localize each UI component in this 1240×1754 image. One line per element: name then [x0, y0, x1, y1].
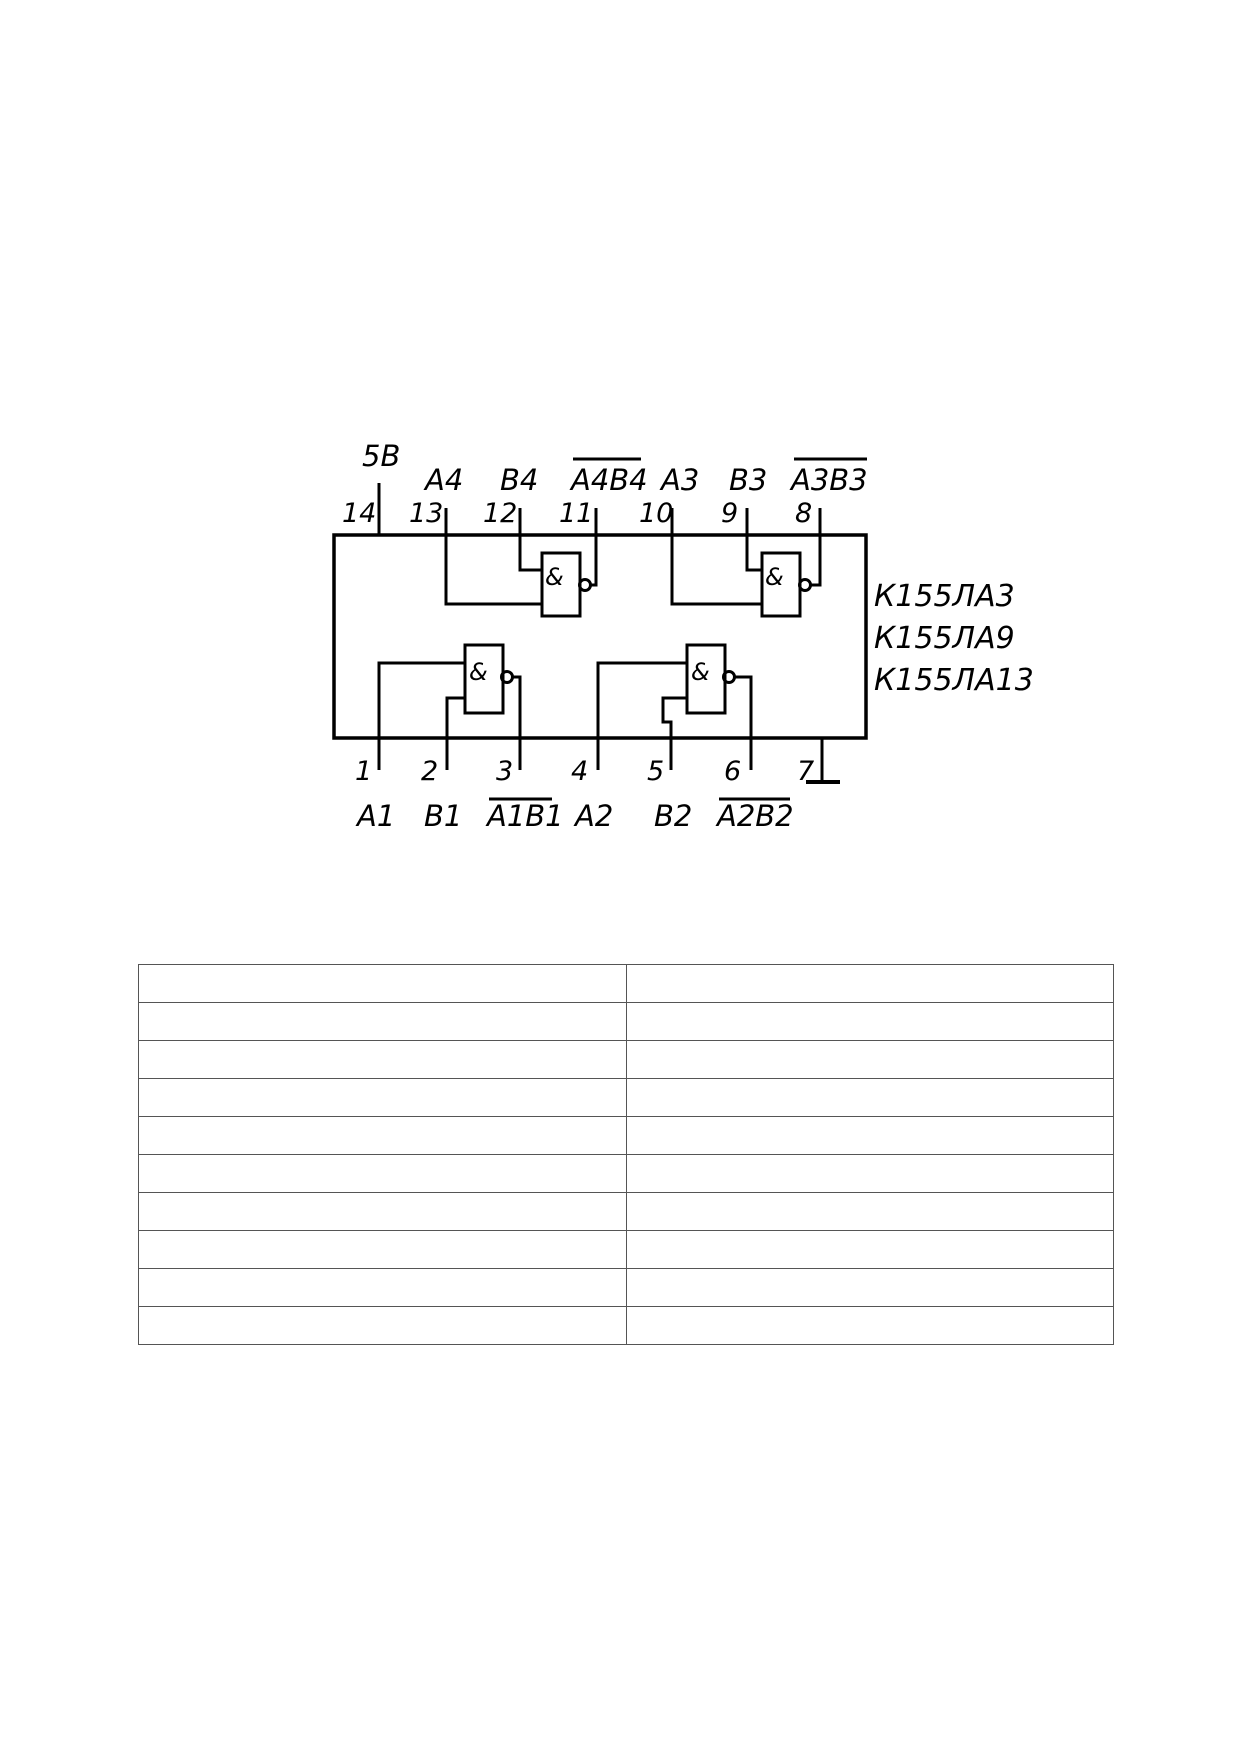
bottom-pin-number-7: 7 [797, 756, 814, 787]
table-cell [625, 1002, 1114, 1041]
table-row [138, 964, 1114, 1003]
table-cell [138, 1002, 627, 1041]
empty-table [138, 964, 1114, 1345]
top-pin-number-14: 14 [342, 498, 376, 529]
wire-pin13-to-gate4 [444, 535, 542, 606]
top-label-a3b3: A3B3 [789, 463, 868, 497]
wire-pin2-to-gate1 [445, 696, 465, 738]
wire-pin4-to-gate2 [596, 661, 687, 738]
top-pin-number-12: 12 [483, 498, 517, 529]
table-cell [625, 1192, 1114, 1231]
table-cell [625, 1116, 1114, 1155]
wire-gate2-to-pin6 [734, 675, 753, 738]
bottom-label-a2: A2 [573, 799, 613, 833]
table-row [138, 1154, 1114, 1193]
table-cell [625, 1040, 1114, 1079]
table-cell [138, 1230, 627, 1269]
gate-4-symbol: & [545, 563, 564, 591]
wire-gate3-to-pin8 [810, 535, 822, 587]
bottom-pin-number-6: 6 [724, 756, 741, 787]
bottom-label-a2b2: A2B2 [715, 799, 794, 833]
wire-gate1-to-pin3 [512, 675, 522, 738]
chip-name-1: К155ЛА3 [874, 579, 1015, 614]
gate-1-symbol: & [469, 658, 488, 686]
wire-pin1-to-gate1 [377, 661, 465, 738]
table-body [138, 964, 1114, 1345]
top-pin-number-10: 10 [639, 498, 673, 529]
top-pin-number-9: 9 [721, 498, 738, 529]
table-cell [138, 1192, 627, 1231]
table-cell [625, 964, 1114, 1003]
table-row [138, 1002, 1114, 1041]
table-row [138, 1306, 1114, 1345]
chip-body [332, 533, 868, 740]
table-cell [625, 1078, 1114, 1117]
table-row [138, 1040, 1114, 1079]
table-cell [625, 1230, 1114, 1269]
chip-name-3: К155ЛА13 [874, 663, 1034, 698]
table-cell [625, 1306, 1114, 1345]
table-cell [625, 1154, 1114, 1193]
table-row [138, 1078, 1114, 1117]
wire-pin9-to-gate3 [745, 535, 762, 572]
gate-2-symbol: & [691, 658, 710, 686]
table-cell [625, 1268, 1114, 1307]
chip-name-2: К155ЛА9 [874, 621, 1015, 656]
wire-gate4-to-pin11 [590, 535, 598, 587]
power-label: 5B [362, 439, 400, 473]
bottom-pin-number-4: 4 [571, 756, 588, 787]
table-row [138, 1268, 1114, 1307]
table-row [138, 1116, 1114, 1155]
table-cell [138, 1154, 627, 1193]
top-pin-number-13: 13 [409, 498, 443, 529]
table-cell [138, 1268, 627, 1307]
bottom-pin-number-1: 1 [355, 756, 372, 787]
table-cell [138, 964, 627, 1003]
top-label-a4b4: A4B4 [569, 463, 648, 497]
wire-pin12-to-gate4 [518, 535, 542, 572]
bottom-label-a1: A1 [355, 799, 395, 833]
bottom-label-a1b1: A1B1 [485, 799, 564, 833]
table-row [138, 1230, 1114, 1269]
table-cell [138, 1078, 627, 1117]
top-label-a3: A3 [659, 463, 699, 497]
top-label-a4: A4 [423, 463, 463, 497]
table-cell [138, 1116, 627, 1155]
bottom-label-b1: B1 [424, 799, 462, 833]
logic-circuit-diagram: & & & & 5B A4 B4 A4B4 A3 B3 A3B3 14 13 1… [332, 439, 1034, 833]
bottom-pin-number-2: 2 [421, 756, 438, 787]
top-pin-number-11: 11 [559, 498, 593, 529]
top-label-b3: B3 [729, 463, 767, 497]
top-label-b4: B4 [500, 463, 538, 497]
bottom-pin-number-3: 3 [496, 756, 513, 787]
table-row [138, 1192, 1114, 1231]
gate-3-symbol: & [765, 563, 784, 591]
table-cell [138, 1306, 627, 1345]
wire-pin5-to-gate2 [661, 696, 687, 738]
bottom-pin-number-5: 5 [647, 756, 664, 787]
top-pin-number-8: 8 [795, 498, 812, 529]
wire-pin10-to-gate3 [670, 535, 762, 606]
table-cell [138, 1040, 627, 1079]
bottom-label-b2: B2 [654, 799, 692, 833]
